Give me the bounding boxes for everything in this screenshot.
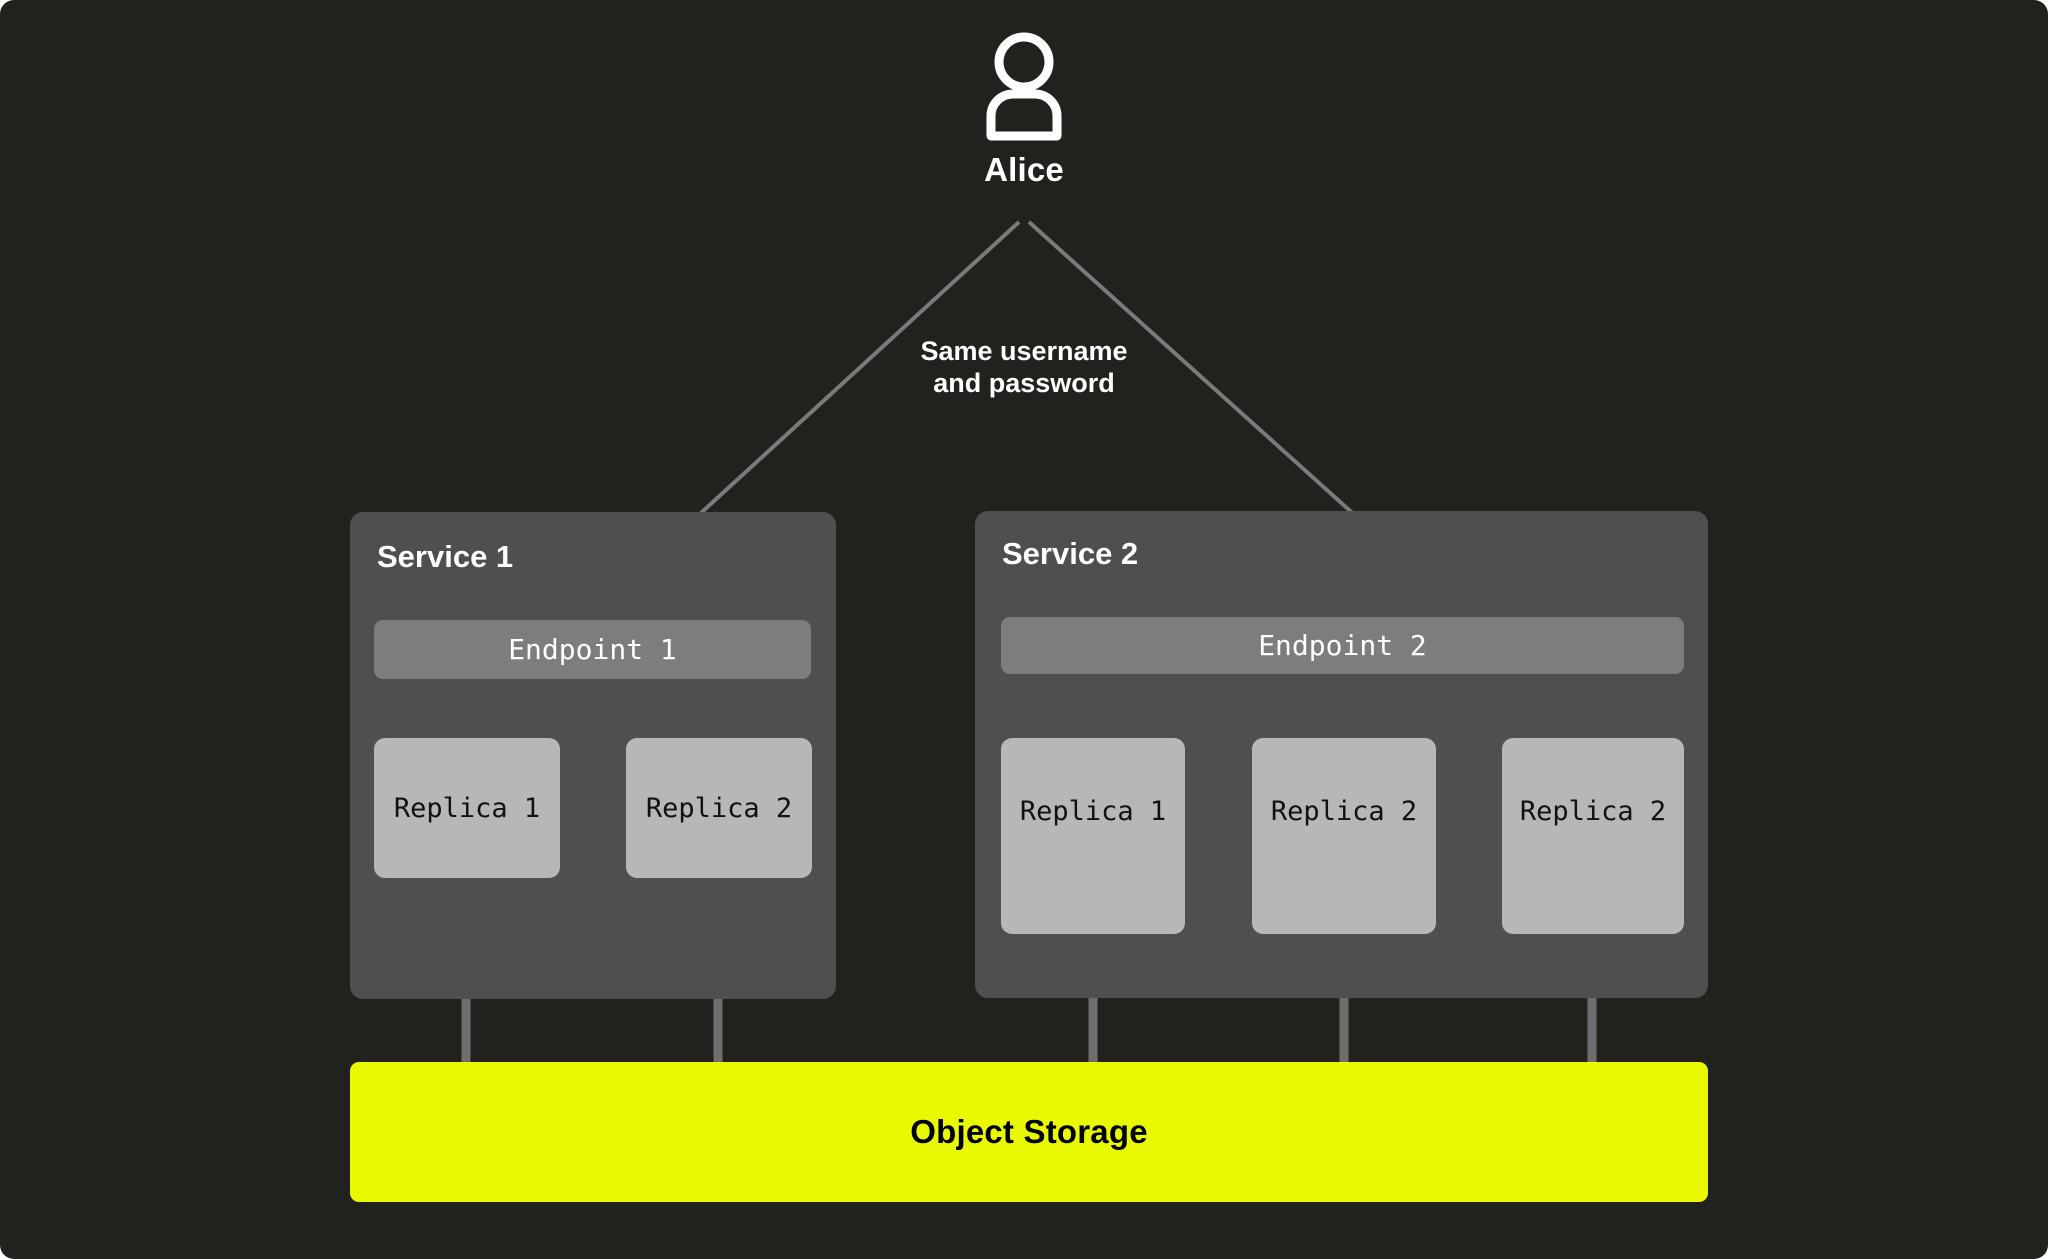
service-2-replica-2[interactable]: Replica 2 (1252, 738, 1436, 934)
endpoint-2[interactable]: Endpoint 2 (1001, 617, 1684, 674)
service-2-replica-3[interactable]: Replica 2 (1502, 738, 1684, 934)
object-storage-label: Object Storage (910, 1113, 1148, 1150)
edge-annotation: Same username and password (824, 336, 1224, 399)
endpoint-1[interactable]: Endpoint 1 (374, 620, 811, 679)
service-1-title: Service 1 (377, 539, 514, 574)
service-2-title: Service 2 (1002, 536, 1139, 571)
edge-annotation-line-1: Same username (920, 336, 1128, 366)
service-1-replica-1-label: Replica 1 (393, 792, 541, 824)
service-1-replica-1[interactable]: Replica 1 (374, 738, 560, 878)
service-2-replica-1-label: Replica 1 (1019, 796, 1167, 827)
actor-label: Alice (984, 151, 1064, 188)
service-1-replica-2-label: Replica 2 (645, 792, 793, 824)
service-1-replica-2[interactable]: Replica 2 (626, 738, 812, 878)
service-2-replica-2-label: Replica 2 (1270, 796, 1418, 827)
service-2-replica-3-label: Replica 2 (1519, 796, 1667, 827)
endpoint-1-label: Endpoint 1 (508, 633, 677, 666)
person-icon (924, 30, 1124, 145)
object-storage-bar[interactable]: Object Storage (350, 1062, 1708, 1202)
service-2-replica-1[interactable]: Replica 1 (1001, 738, 1185, 934)
edge-annotation-line-2: and password (933, 367, 1115, 398)
endpoint-2-label: Endpoint 2 (1258, 629, 1427, 662)
actor-alice: Alice (924, 30, 1124, 189)
